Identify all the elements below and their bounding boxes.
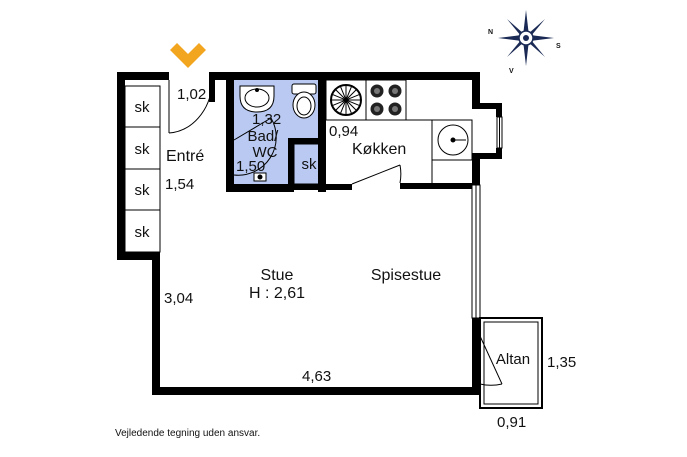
compass-icon [498, 10, 554, 66]
dimension-bad-depth: 1,50 [236, 158, 265, 175]
closets [124, 85, 325, 253]
dimension-kitchen: 0,94 [329, 123, 358, 140]
compass-label-v: V [509, 68, 514, 75]
balcony [479, 317, 543, 409]
dimension-entre-width: 1,54 [165, 176, 194, 193]
closet-label: sk [135, 224, 151, 241]
compass-label-s: S [556, 43, 561, 50]
stove-icon [365, 79, 407, 121]
closet-labels: sk sk sk sk sk [135, 99, 318, 241]
closet-label: sk [135, 99, 151, 116]
closet-label: sk [135, 141, 151, 158]
room-label-bad-line2: WC [253, 144, 278, 161]
shower-icon [253, 172, 267, 182]
dimension-stue-width: 4,63 [302, 368, 331, 385]
room-label-entre: Entré [166, 148, 204, 165]
closet-label: sk [302, 156, 318, 173]
dimension-entry-door: 1,02 [177, 86, 206, 103]
entrance-arrow-icon [170, 43, 206, 68]
bathroom-door [233, 117, 277, 176]
dimension-stue-depth: 3,04 [164, 290, 193, 307]
dimension-bad-width: 1,32 [252, 111, 281, 128]
ventilation-fan-icon [330, 84, 362, 116]
closet-label: sk [135, 182, 151, 199]
room-label-altan: Altan [496, 351, 530, 368]
room-label-bad-line1: Bad/ [247, 128, 279, 145]
windows [471, 116, 503, 319]
kitchen-sink-icon [437, 124, 469, 156]
toilet-icon [291, 83, 317, 119]
room-label-bad: Bad/ WC [247, 128, 282, 161]
room-label-koekken: Køkken [352, 141, 406, 158]
walls [117, 72, 502, 395]
washbasin-icon [239, 85, 275, 113]
entry-door [168, 80, 213, 134]
room-height: H : 2,61 [249, 285, 305, 302]
dimension-altan-depth: 1,35 [547, 354, 576, 371]
disclaimer: Vejledende tegning uden ansvar. [115, 428, 260, 439]
room-label-spisestue: Spisestue [371, 267, 441, 284]
dimension-altan-width: 0,91 [497, 414, 526, 431]
room-label-stue: Stue [261, 267, 294, 284]
compass-label-n: N [488, 29, 493, 36]
